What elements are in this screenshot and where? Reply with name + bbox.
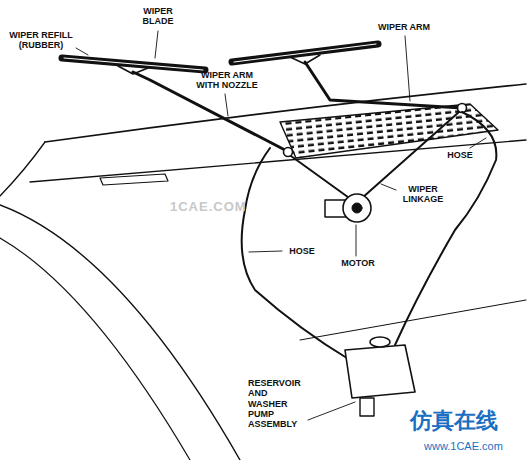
wiper-blade (232, 44, 378, 62)
motor-hub (352, 203, 362, 213)
fender-line (0, 238, 190, 460)
reservoir-cap (370, 337, 390, 347)
part-label: MOTOR (336, 258, 380, 268)
part-label: WIPER LINKAGE (398, 184, 448, 205)
part-label: HOSE (440, 150, 480, 160)
leader-line (470, 138, 486, 148)
washer-hose (395, 112, 496, 345)
wiper-blade (62, 58, 205, 70)
cowl-slot (100, 174, 168, 185)
part-label: WIPER ARM (372, 22, 436, 32)
washer-hose (242, 148, 350, 360)
leader-line (381, 184, 396, 190)
watermark: 1CAE.COM (170, 200, 247, 215)
leader-line (308, 402, 355, 420)
leader-line (155, 31, 158, 58)
body-panel (0, 142, 45, 196)
part-label: WIPER REFILL (RUBBER) (4, 30, 78, 51)
leader-line (356, 225, 357, 256)
leader-line (405, 36, 410, 101)
leader-line (76, 48, 88, 55)
part-label: WIPER ARM WITH NOZZLE (195, 70, 259, 91)
wiper-refill (234, 44, 376, 62)
leader-line (249, 251, 282, 252)
reservoir (345, 345, 415, 398)
watermark: 仿真在线 (410, 408, 498, 433)
motor-housing (343, 194, 371, 222)
part-label: HOSE (285, 246, 319, 256)
part-label: RESERVOIR AND WASHER PUMP ASSEMBLY (248, 378, 306, 430)
watermark: www.1CAE.com (424, 440, 503, 453)
washer-pump (360, 398, 374, 416)
wiper-arm (305, 62, 462, 108)
cowl-vent-panel (280, 104, 498, 158)
leader-line (225, 94, 228, 116)
fender-line (0, 205, 240, 460)
wiper-refill (64, 58, 203, 70)
part-label: WIPER BLADE (138, 6, 178, 27)
